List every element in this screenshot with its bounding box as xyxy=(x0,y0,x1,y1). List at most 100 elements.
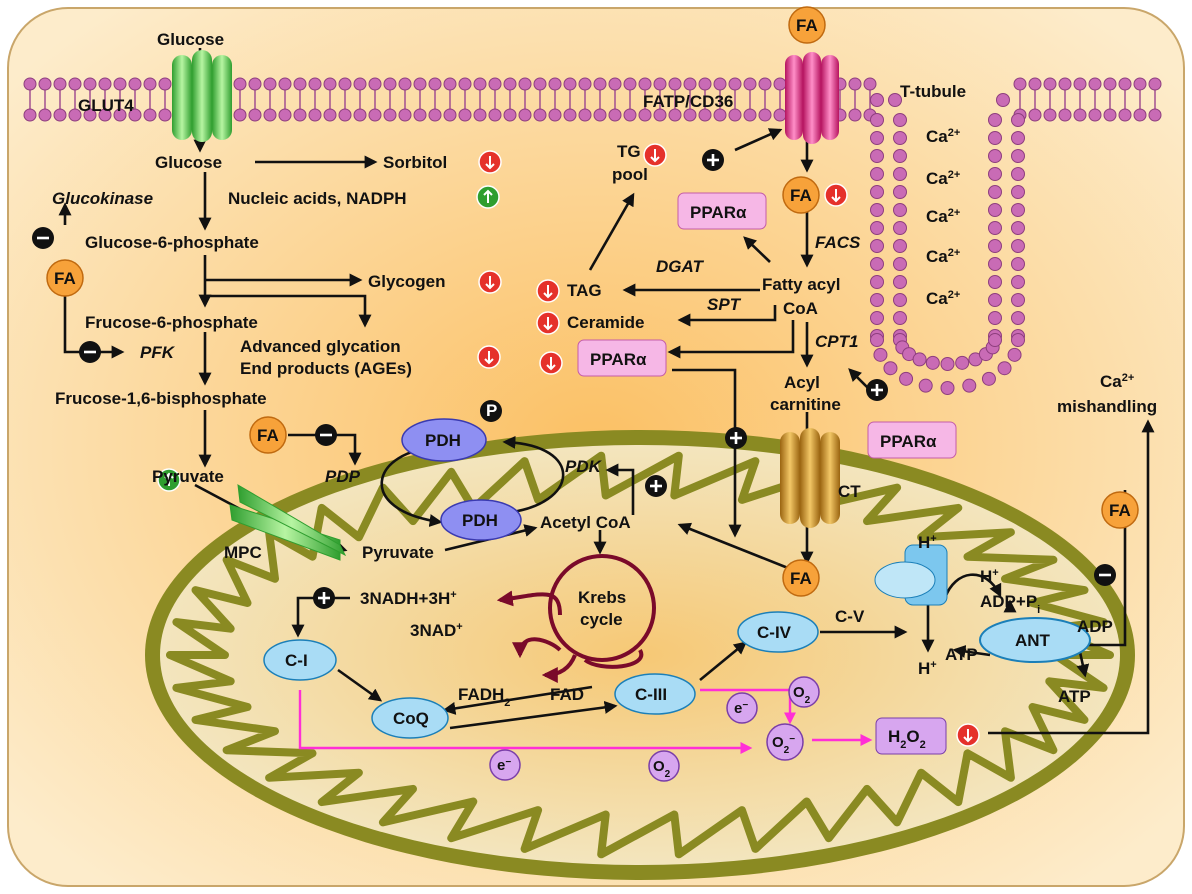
t-tubule-membrane xyxy=(870,93,1025,395)
label-h-plus-2: H+ xyxy=(980,567,999,586)
h2o2-box xyxy=(875,717,947,755)
label-ca-2: Ca2+ xyxy=(926,169,960,188)
label-pyruvate-in: Pyruvate xyxy=(362,543,434,562)
pdh-active xyxy=(440,499,522,541)
fa-circles xyxy=(46,6,1139,597)
label-atp-2: ATP xyxy=(1058,687,1091,706)
label-glut4: GLUT4 xyxy=(78,96,134,115)
label-spt: SPT xyxy=(707,295,742,314)
label-tg-pool: pool xyxy=(612,165,648,184)
label-ages-2: End products (AGEs) xyxy=(240,359,412,378)
label-nucleic: Nucleic acids, NADPH xyxy=(228,189,407,208)
label-ppar-top: PPARα xyxy=(690,203,747,222)
label-fatty-acyl-coa: CoA xyxy=(783,299,818,318)
label-ceramide: Ceramide xyxy=(567,313,644,332)
fatp-cd36-transporter xyxy=(785,52,839,144)
label-o2-1: O2 xyxy=(793,684,811,706)
label-ppar-mid: PPARα xyxy=(590,350,647,369)
atp-synthase xyxy=(874,544,948,606)
label-cpt1: CPT1 xyxy=(815,332,858,351)
label-superoxide: O2− xyxy=(772,734,795,756)
label-c-i: C-I xyxy=(285,651,308,670)
label-ca-4: Ca2+ xyxy=(926,247,960,266)
label-coq: CoQ xyxy=(393,709,429,728)
label-ca-5: Ca2+ xyxy=(926,289,960,308)
ca-labels: Ca2+ Ca2+ Ca2+ Ca2+ Ca2+ xyxy=(926,127,960,308)
label-glycogen: Glycogen xyxy=(368,272,445,291)
regulator-signs xyxy=(32,149,1116,609)
ros-circles xyxy=(489,676,820,782)
krebs-cycle xyxy=(496,554,656,683)
label-glucose: Glucose xyxy=(155,153,222,172)
label-ppar-right: PPARα xyxy=(880,432,937,451)
label-c-iii: C-III xyxy=(635,685,667,704)
label-pdp: PDP xyxy=(325,467,361,486)
label-nadh: 3NADH+3H+ xyxy=(360,589,457,608)
up-markers xyxy=(477,143,980,747)
label-fa-4: FA xyxy=(257,426,279,445)
label-e-1: e− xyxy=(734,700,748,718)
plasma-membrane xyxy=(23,77,1162,122)
label-fatp: FATP/CD36 xyxy=(643,92,733,111)
label-glucose-top: Glucose xyxy=(157,30,224,49)
label-e-2: e− xyxy=(497,757,511,775)
label-glucokinase: Glucokinase xyxy=(52,189,153,208)
label-t-tubule: T-tubule xyxy=(900,82,966,101)
label-fa-6: FA xyxy=(1109,501,1131,520)
label-tg: TG xyxy=(617,142,641,161)
label-fadh2: FADH2 xyxy=(458,685,510,709)
label-fa-3: FA xyxy=(790,186,812,205)
label-pdk: PDK xyxy=(565,457,603,476)
label-ca-mishandling-2: mishandling xyxy=(1057,397,1157,416)
ant-transporter xyxy=(979,617,1091,663)
label-adp-pi: ADP+Pi xyxy=(980,592,1040,616)
pdh-phospho xyxy=(401,400,502,462)
label-dgat: DGAT xyxy=(656,257,705,276)
label-f6p: Frucose-6-phosphate xyxy=(85,313,258,332)
label-acyl: Acyl xyxy=(784,373,820,392)
label-fa-2: FA xyxy=(54,269,76,288)
label-sorbitol: Sorbitol xyxy=(383,153,447,172)
label-tag: TAG xyxy=(567,281,602,300)
label-f16bp: Frucose-1,6-bisphosphate xyxy=(55,389,267,408)
complex-clouds xyxy=(263,611,819,739)
label-fa-1: FA xyxy=(796,16,818,35)
label-ca-mishandling-1: Ca2+ xyxy=(1100,372,1134,391)
label-p: P xyxy=(486,401,497,420)
label-ca-1: Ca2+ xyxy=(926,127,960,146)
mitochondrial-cristae xyxy=(166,451,1114,859)
mpc-transporter xyxy=(229,484,347,561)
label-ca-3: Ca2+ xyxy=(926,207,960,226)
label-h-plus-3: H+ xyxy=(918,659,937,678)
label-acyl-carnitine: carnitine xyxy=(770,395,841,414)
label-h2o2: H2O2 xyxy=(888,727,926,751)
carnitine-transporter xyxy=(780,428,840,528)
label-pdh-1: PDH xyxy=(425,431,461,450)
down-markers xyxy=(157,185,500,492)
label-facs: FACS xyxy=(815,233,861,252)
label-g6p: Glucose-6-phosphate xyxy=(85,233,259,252)
label-atp-1: ATP xyxy=(945,645,978,664)
label-ant: ANT xyxy=(1015,631,1051,650)
label-mpc: MPC xyxy=(224,543,262,562)
label-ages-1: Advanced glycation xyxy=(240,337,401,356)
label-c-iv: C-IV xyxy=(757,623,792,642)
label-krebs-cycle: cycle xyxy=(580,610,623,629)
label-o2-2: O2 xyxy=(653,758,671,780)
label-fatty-acyl: Fatty acyl xyxy=(762,275,840,294)
glut4-transporter xyxy=(172,50,232,142)
label-h-plus-1: H+ xyxy=(918,533,937,552)
label-acetyl-coa: Acetyl CoA xyxy=(540,513,631,532)
label-pfk: PFK xyxy=(140,343,176,362)
label-ct: CT xyxy=(838,482,861,501)
label-krebs: Krebs xyxy=(578,588,626,607)
label-fad: FAD xyxy=(550,685,584,704)
label-adp: ADP xyxy=(1077,617,1113,636)
ppar-boxes xyxy=(577,192,957,459)
label-nad: 3NAD+ xyxy=(410,621,463,640)
label-c-v: C-V xyxy=(835,607,865,626)
label-pyruvate: Pyruvate xyxy=(152,467,224,486)
label-pdh-2: PDH xyxy=(462,511,498,530)
label-fa-5: FA xyxy=(790,569,812,588)
